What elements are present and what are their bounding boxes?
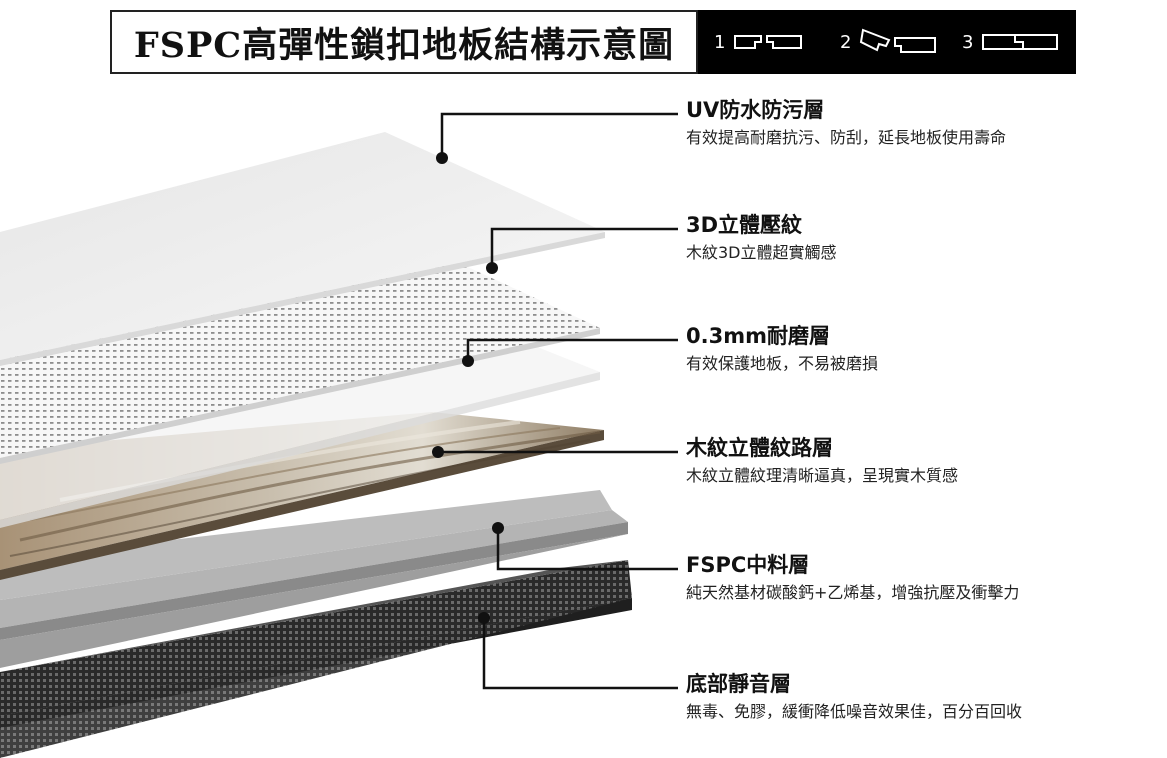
title-box: FSPC高彈性鎖扣地板結構示意圖 (110, 10, 698, 74)
lock-step-3: 3 (962, 26, 1059, 58)
lock-joint-angled-icon (860, 28, 937, 53)
fspc-core-layer (0, 490, 628, 668)
label-uv-layer: UV防水防污層 有效提高耐磨抗污、防刮，延長地板使用壽命 (686, 96, 1006, 150)
label-wear-layer: 0.3mm耐磨層 有效保護地板，不易被磨損 (686, 322, 878, 376)
dot-3d (486, 262, 498, 274)
label-core-layer: FSPC中料層 純天然基材碳酸鈣+乙烯基，增強抗壓及衝擊力 (686, 551, 1019, 605)
uv-protective-layer (0, 132, 605, 366)
dot-core (492, 522, 504, 534)
layer-description: 純天然基材碳酸鈣+乙烯基，增強抗壓及衝擊力 (686, 583, 1020, 602)
layer-title: UV防水防污層 (686, 98, 825, 122)
layer-title: 0.3mm耐磨層 (686, 324, 830, 348)
layer-description: 有效保護地板，不易被磨損 (686, 354, 879, 373)
lock-steps-panel: 1 2 3 (698, 10, 1076, 74)
layer-description: 木紋3D立體超實觸感 (686, 243, 837, 262)
base-silent-layer (0, 560, 632, 758)
layer-title: 底部靜音層 (686, 672, 791, 696)
lock-step-1: 1 (714, 26, 803, 58)
leader-lines (438, 112, 678, 690)
leader-core (496, 528, 678, 571)
lock-step-number: 3 (962, 31, 974, 53)
lock-step-2: 2 (840, 26, 939, 58)
layer-title: 3D立體壓紋 (686, 213, 803, 237)
leader-uv (440, 112, 678, 158)
layer-title: FSPC中料層 (686, 553, 810, 577)
layer-description: 有效提高耐磨抗污、防刮，延長地板使用壽命 (686, 128, 1007, 147)
label-3d-texture: 3D立體壓紋 木紋3D立體超實觸感 (686, 211, 837, 265)
diagram-title: FSPC高彈性鎖扣地板結構示意圖 (133, 24, 675, 66)
layer-description: 無毒、免膠，緩衝降低噪音效果佳，百分百回收 (686, 702, 1023, 721)
dot-wear (462, 355, 474, 367)
label-wood-layer: 木紋立體紋路層 木紋立體紋理清晰逼真，呈現實木質感 (686, 434, 958, 488)
leader-base (482, 618, 678, 690)
leader-3d (490, 227, 678, 268)
dot-base (478, 612, 490, 624)
layer-description: 木紋立體紋理清晰逼真，呈現實木質感 (686, 466, 959, 485)
dot-uv (436, 152, 448, 164)
lock-joint-locked-icon (982, 34, 1059, 50)
layer-title: 木紋立體紋路層 (686, 436, 833, 460)
dot-wood (432, 446, 444, 458)
label-base-layer: 底部靜音層 無毒、免膠，緩衝降低噪音效果佳，百分百回收 (686, 670, 1022, 724)
leader-wear (466, 338, 678, 361)
lock-step-number: 2 (840, 31, 852, 53)
leader-dots (432, 152, 504, 624)
lock-joint-separated-icon (734, 35, 803, 49)
lock-step-number: 1 (714, 31, 726, 53)
